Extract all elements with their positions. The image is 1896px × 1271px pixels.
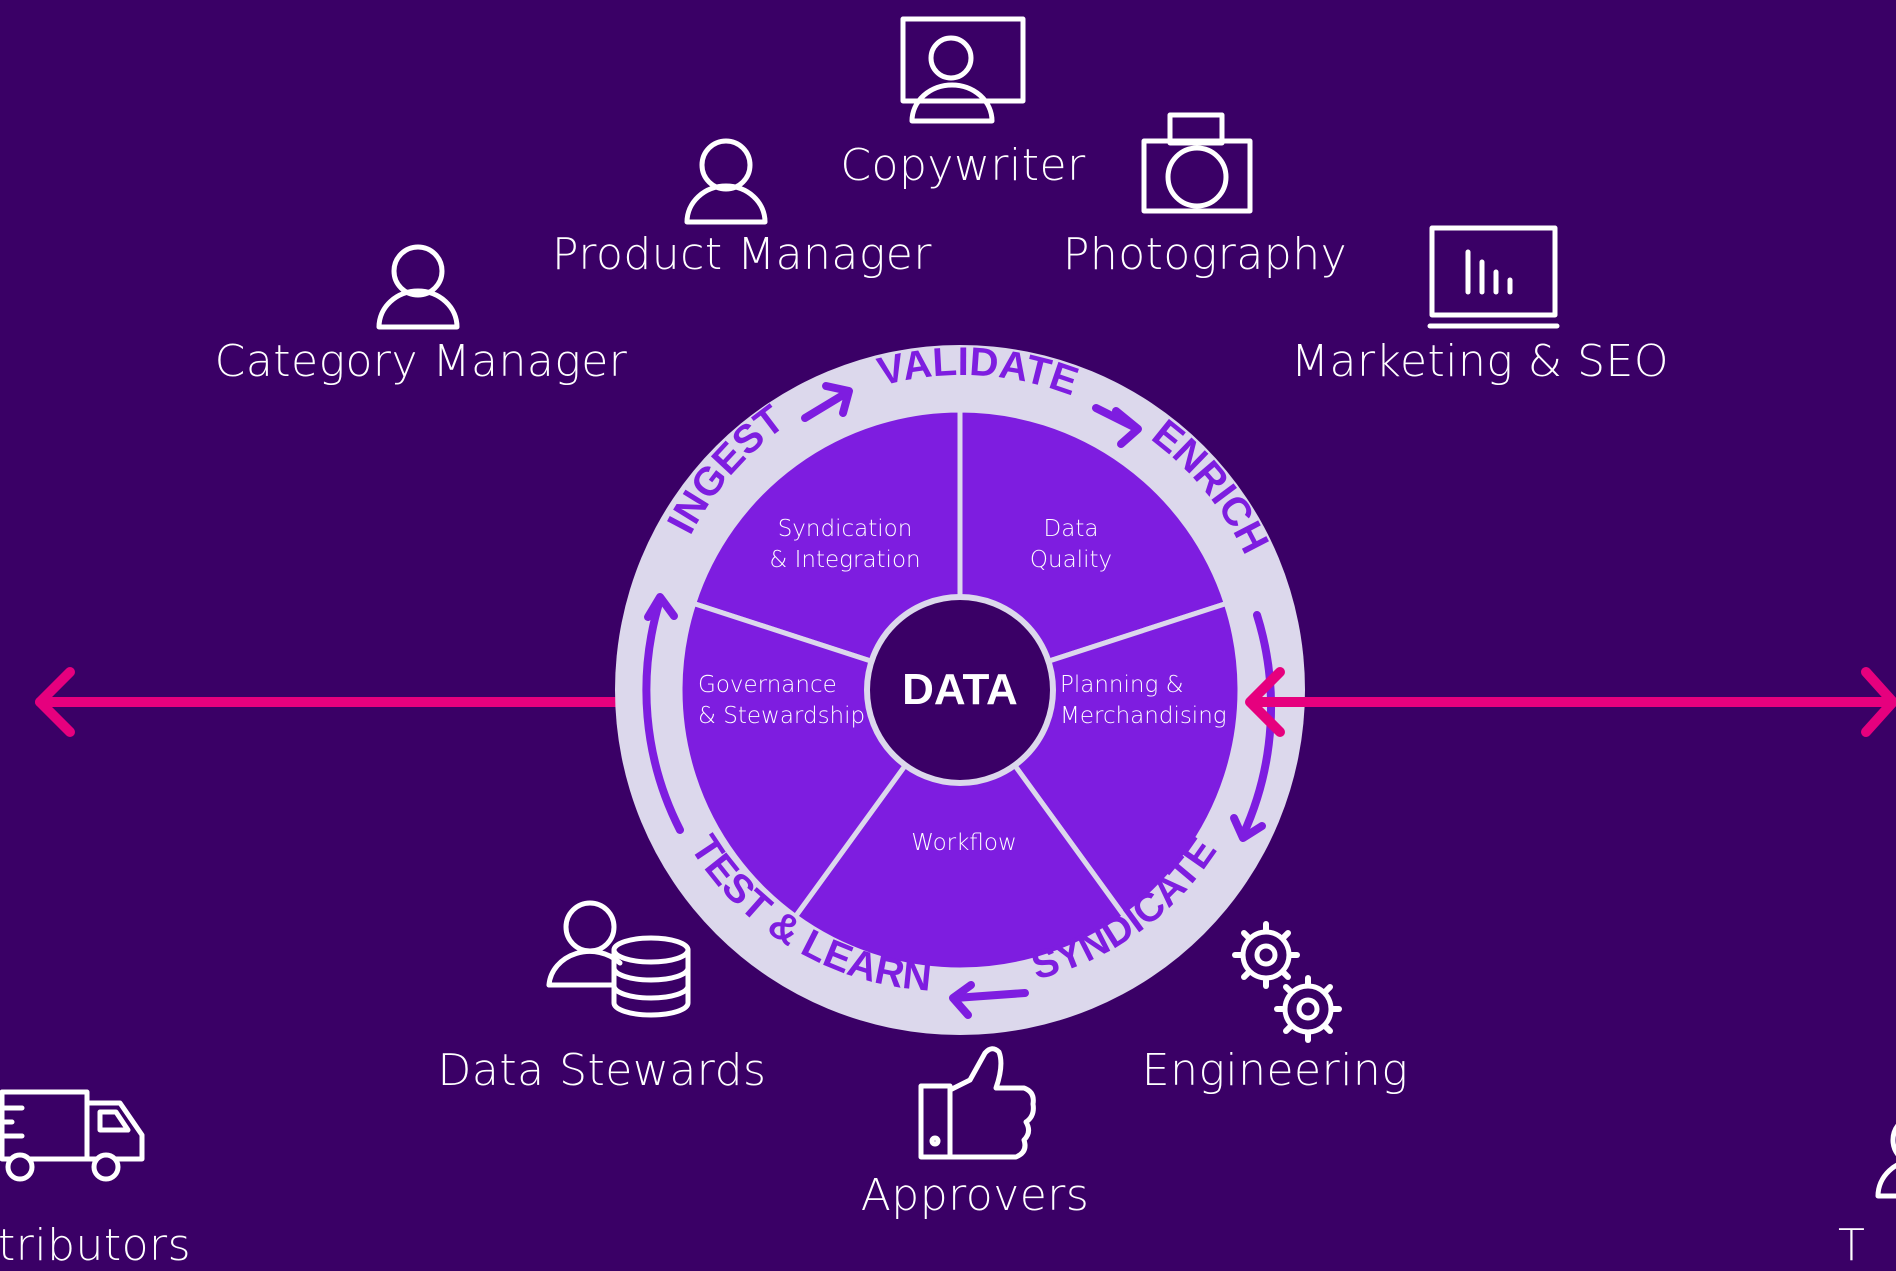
role-label-engineering: Engineering: [1141, 1045, 1409, 1096]
connector-left: [35, 667, 675, 737]
laptop-chart-icon: [1427, 225, 1560, 329]
segment-data-quality: [957, 407, 1230, 694]
role-label-product-manager: Product Manager: [552, 229, 932, 280]
arrow-ingest-validate: [801, 388, 852, 422]
segment-label-line2: & Integration: [769, 547, 920, 573]
monitor-user-icon: [900, 16, 1026, 124]
data-cycle-diagram: DATA Syndication & Integration Data Qual…: [0, 16, 1896, 1271]
segment-label-line2: & Stewardship: [698, 703, 865, 729]
user-database-icon: [546, 900, 691, 1018]
role-label-data-stewards: Data Stewards: [437, 1045, 767, 1096]
center-hub: [864, 594, 1056, 786]
role-label-marketing-seo: Marketing & SEO: [1291, 336, 1669, 387]
arrowhead: [1112, 407, 1142, 448]
segment-label-line2: Quality: [1030, 547, 1112, 573]
thumbs-up-icon: [918, 1046, 1036, 1160]
arrow-syndicate-testlearn: [951, 989, 1029, 1002]
role-label-copywriter: Copywriter: [840, 140, 1086, 191]
role-label-category-manager: Category Manager: [214, 336, 628, 387]
segment-label-line1: Workflow: [911, 830, 1017, 856]
center-label: DATA: [902, 665, 1018, 714]
segment-workflow: [791, 685, 1129, 973]
role-label-right-edge: T: [1838, 1220, 1866, 1271]
segment-syndication-integration: [690, 407, 963, 694]
role-label-approvers: Approvers: [860, 1170, 1090, 1221]
arrow-testlearn-ingest: [642, 596, 684, 834]
delivery-truck-icon: [0, 1089, 145, 1182]
user-icon: [684, 138, 768, 225]
segment-label-line1: Data: [1044, 516, 1099, 542]
diagram-canvas: DATA Syndication & Integration Data Qual…: [0, 16, 1896, 1199]
arrowhead: [822, 382, 853, 417]
segment-label-line2: Merchandising: [1060, 703, 1227, 729]
arrowhead: [949, 981, 975, 1019]
segment-label-line1: Syndication: [778, 516, 913, 542]
gears-icon: [1232, 921, 1342, 1043]
segment-label-line1: Governance: [698, 672, 837, 698]
connector-right: [1245, 667, 1896, 737]
segment-label-line1: Planning &: [1060, 672, 1184, 698]
camera-icon: [1141, 112, 1253, 214]
arrowhead: [1230, 814, 1266, 842]
role-label-left-edge: tributors: [0, 1220, 192, 1271]
role-label-photography: Photography: [1062, 229, 1348, 280]
user-icon: [1875, 1123, 1896, 1199]
user-icon: [376, 244, 460, 330]
arrowhead: [644, 593, 678, 621]
